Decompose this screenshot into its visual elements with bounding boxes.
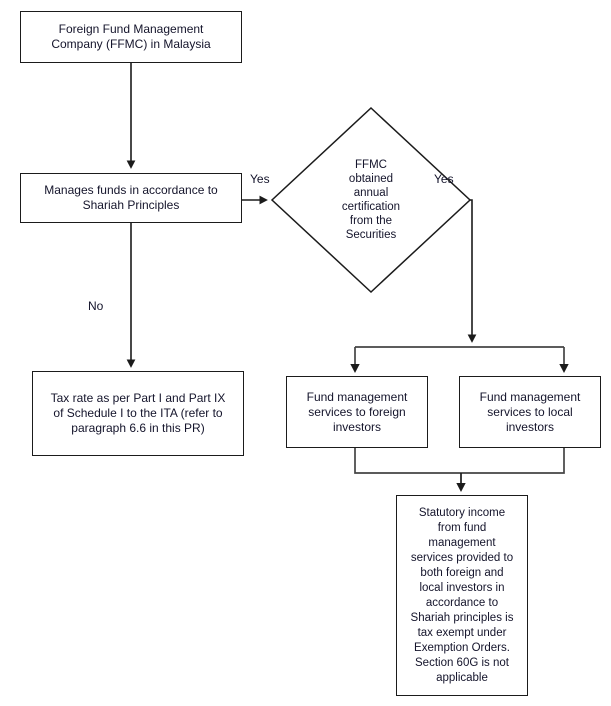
edge-label-yes-right: Yes	[434, 172, 454, 186]
diamond-shape	[270, 106, 472, 294]
edge-label-yes-left: Yes	[250, 172, 270, 186]
node-ffmc: Foreign Fund Management Company (FFMC) i…	[20, 11, 242, 63]
node-manages-shariah: Manages funds in accordance to Shariah P…	[20, 173, 242, 223]
node-tax-rate: Tax rate as per Part I and Part IX of Sc…	[32, 371, 244, 456]
node-local-investors: Fund management services to local invest…	[459, 376, 601, 448]
edge-decision-to-split	[467, 199, 477, 343]
merge-bar	[354, 448, 565, 474]
node-statutory-income: Statutory income from fund management se…	[396, 495, 528, 696]
node-decision-certification: FFMC obtained annual certification from …	[270, 106, 472, 294]
node-foreign-investors: Fund management services to foreign inve…	[286, 376, 428, 448]
edge-label-no: No	[88, 299, 104, 313]
